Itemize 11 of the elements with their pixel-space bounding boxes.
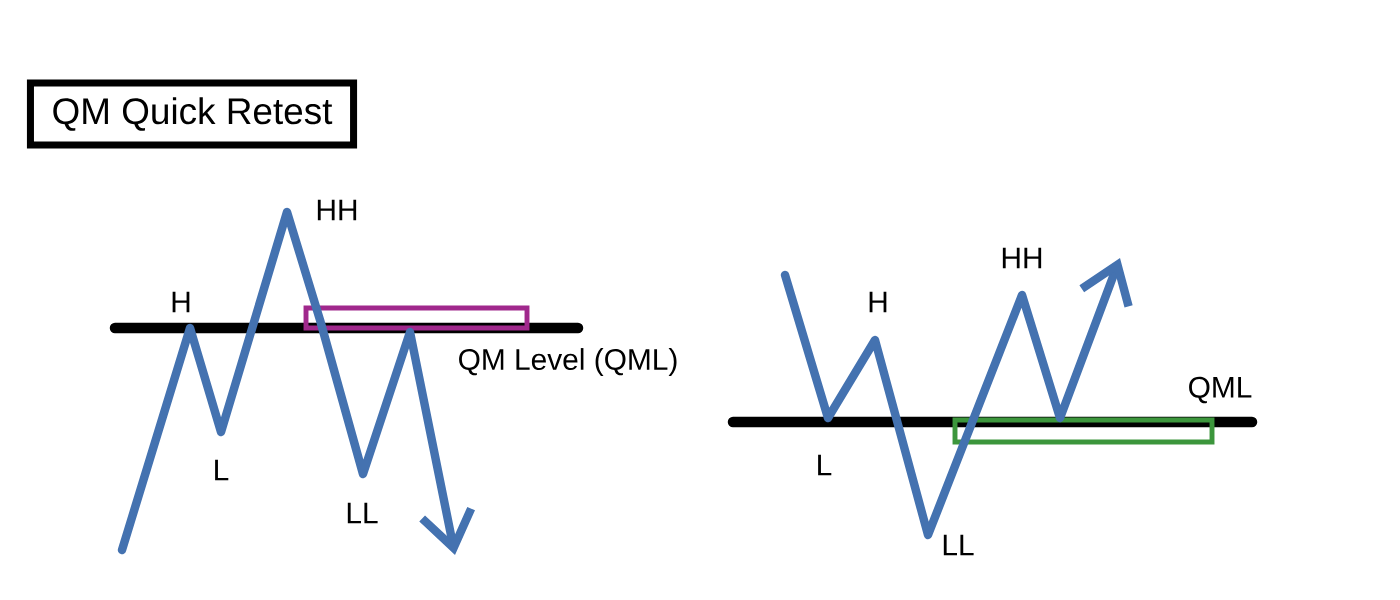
point-label: L <box>215 459 229 481</box>
point-label: HH <box>1002 247 1042 269</box>
point-label: QML <box>1189 376 1252 404</box>
point-label: LL <box>347 502 378 524</box>
title-box: QM Quick Retest <box>26 79 358 149</box>
point-label: QM Level (QML) <box>459 348 677 376</box>
point-label: H <box>869 291 887 313</box>
point-label: L <box>818 454 832 476</box>
point-label: LL <box>943 534 974 556</box>
point-label: H <box>172 291 190 313</box>
point-label: HH <box>317 199 357 221</box>
